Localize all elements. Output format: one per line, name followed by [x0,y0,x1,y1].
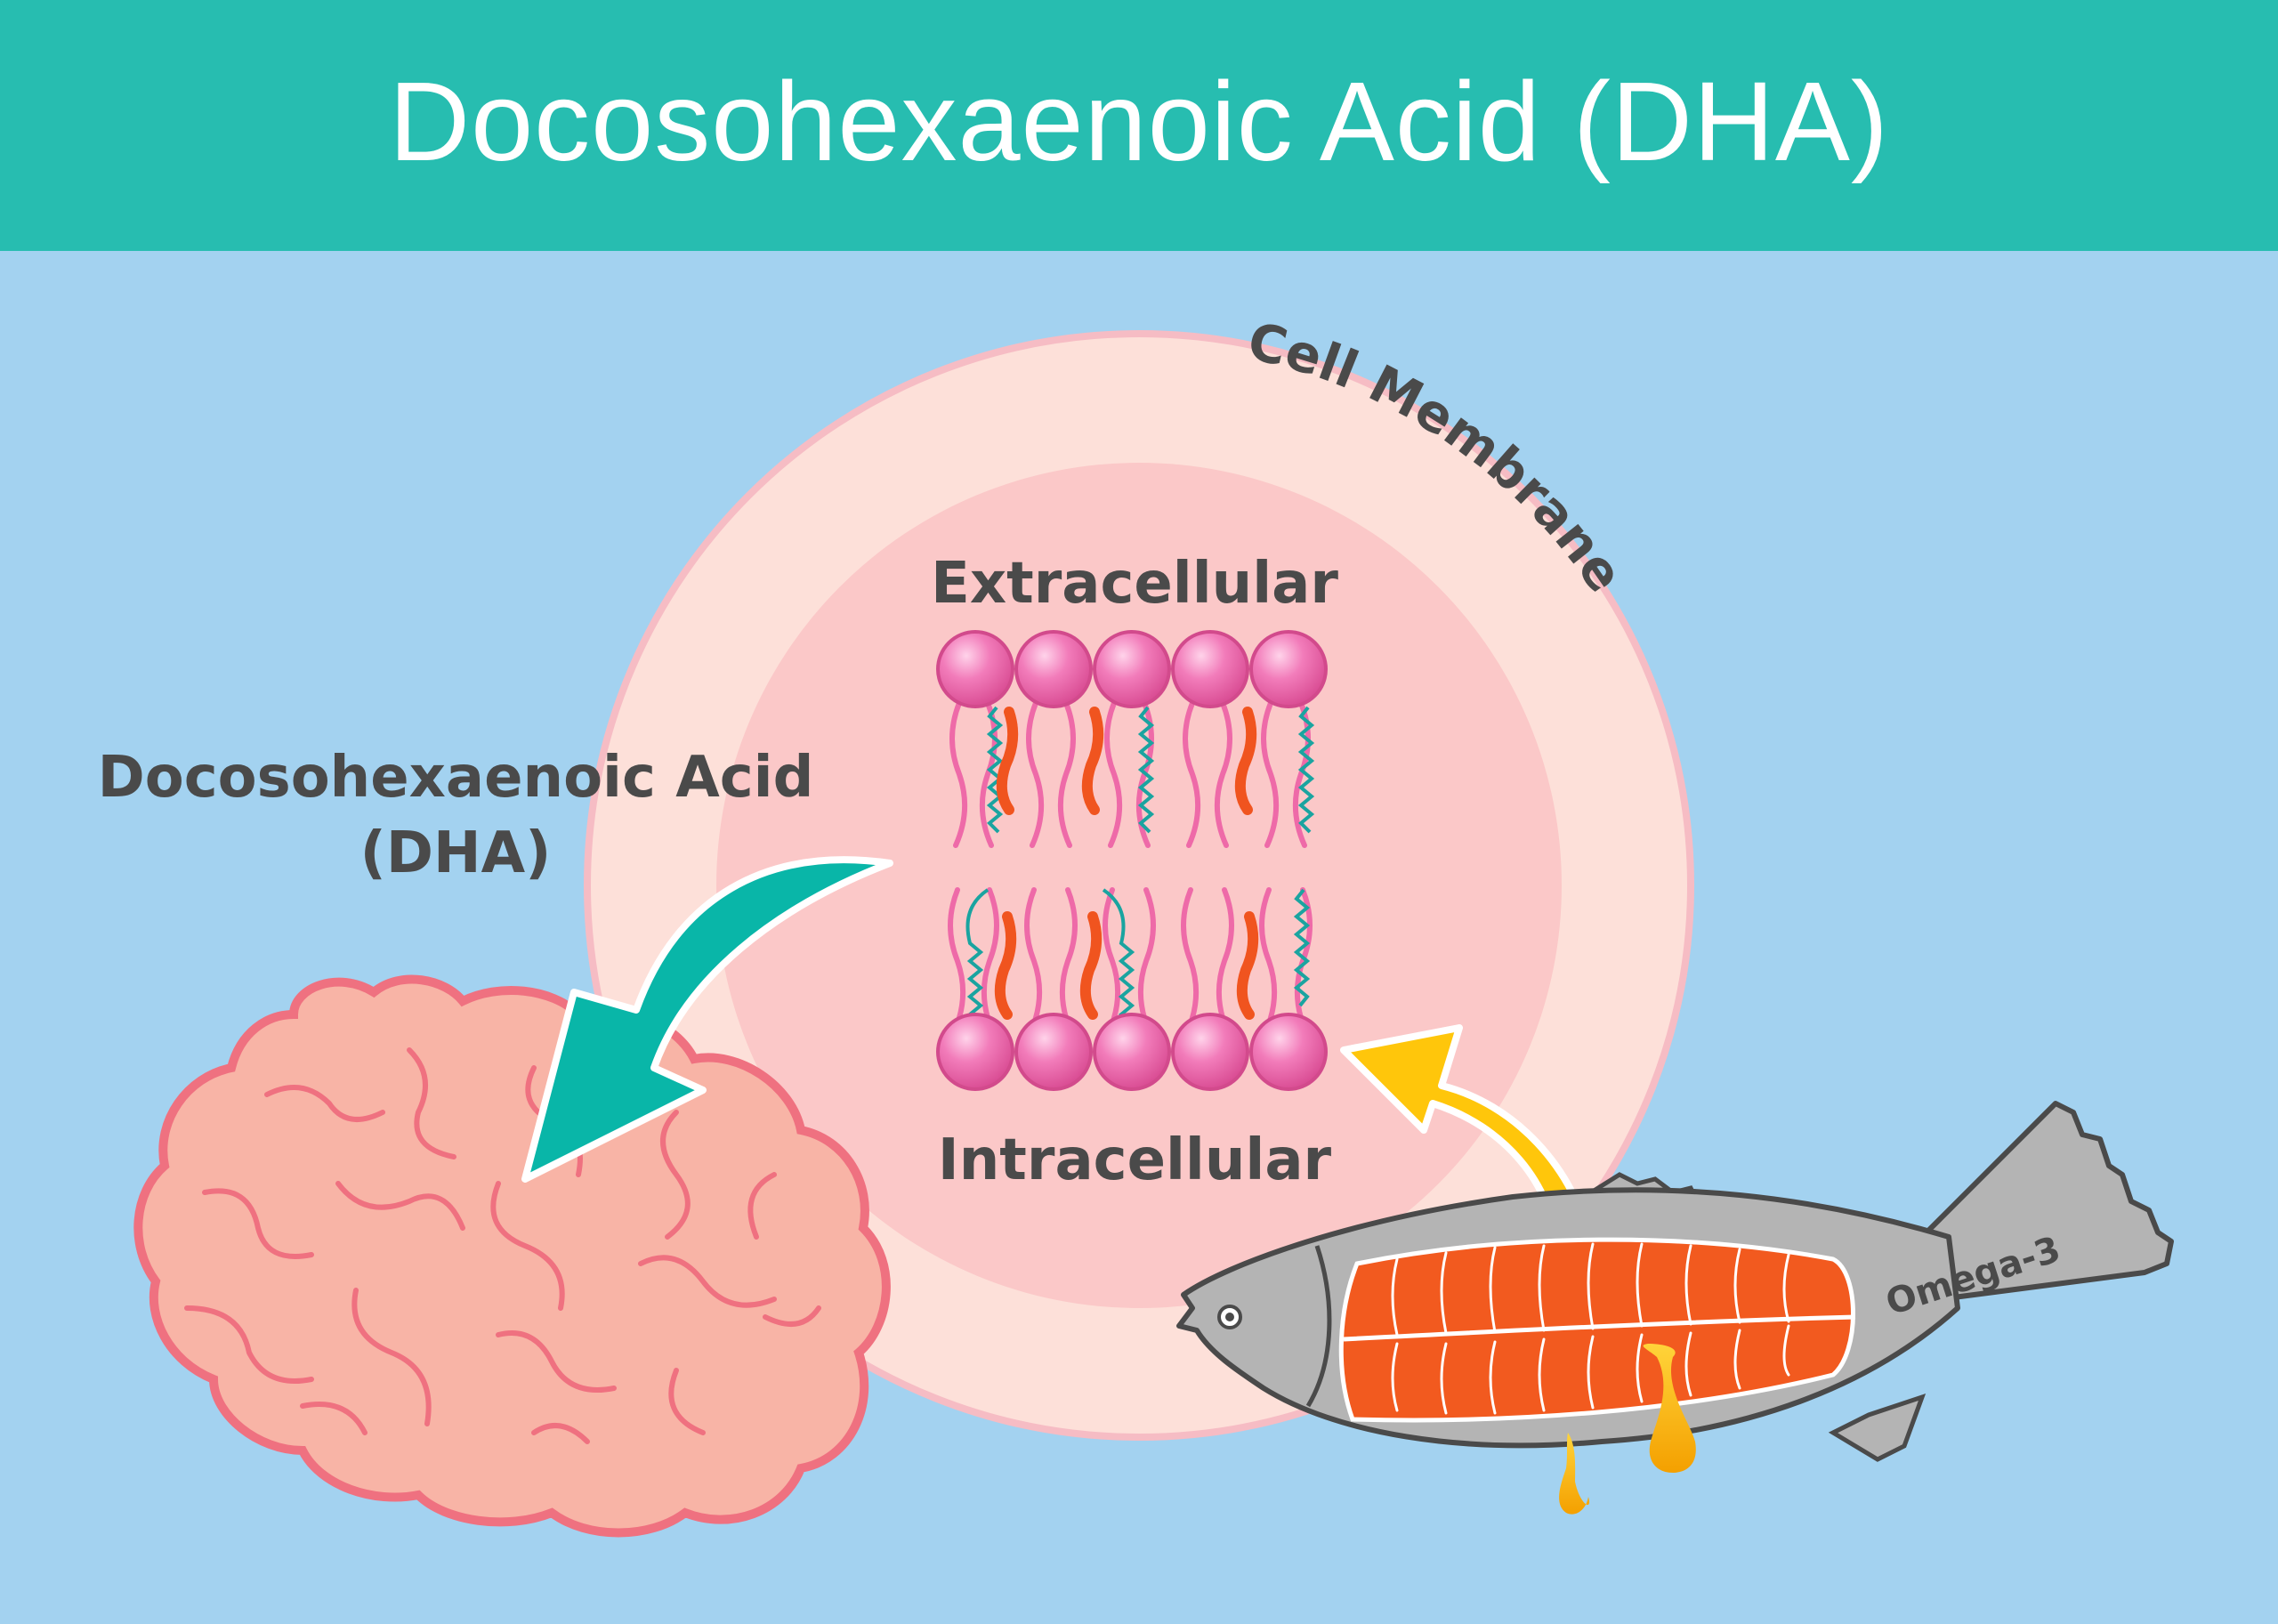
fish-illustration: Omega-3 [1176,1101,2174,1515]
dha-label-line2: (DHA) [360,820,552,886]
dha-molecules [994,707,1259,1020]
cell [584,330,1694,1441]
lipid-bilayer [936,630,1328,1091]
extracellular-label: Extracellular [931,551,1338,617]
oil-drop [1643,1344,1696,1473]
lipid-heads [936,630,1328,1091]
cell-interior [716,463,1562,1308]
fish-meat [1338,1237,1855,1423]
dha-label-line1: Docosohexaenoic Acid [98,745,814,811]
dha-chains [965,706,1315,1025]
header-banner: Docosohexaenoic Acid (DHA) [0,0,2278,251]
arrow-to-membrane [1340,1024,1596,1254]
intracellular-label: Intracellular [938,1127,1332,1193]
brain-illustration [133,974,891,1538]
fish-meat-lines [1391,1242,1790,1415]
fish-gill [1305,1245,1332,1408]
arrow-to-brain [521,856,893,1183]
fish-pelvic-fin [1828,1393,1927,1462]
oil-drop [1559,1433,1590,1515]
page-title: Docosohexaenoic Acid (DHA) [389,58,1889,184]
oil-drops [1559,1344,1696,1515]
fish-tail [1910,1101,2174,1302]
brain-folds [184,1047,821,1444]
